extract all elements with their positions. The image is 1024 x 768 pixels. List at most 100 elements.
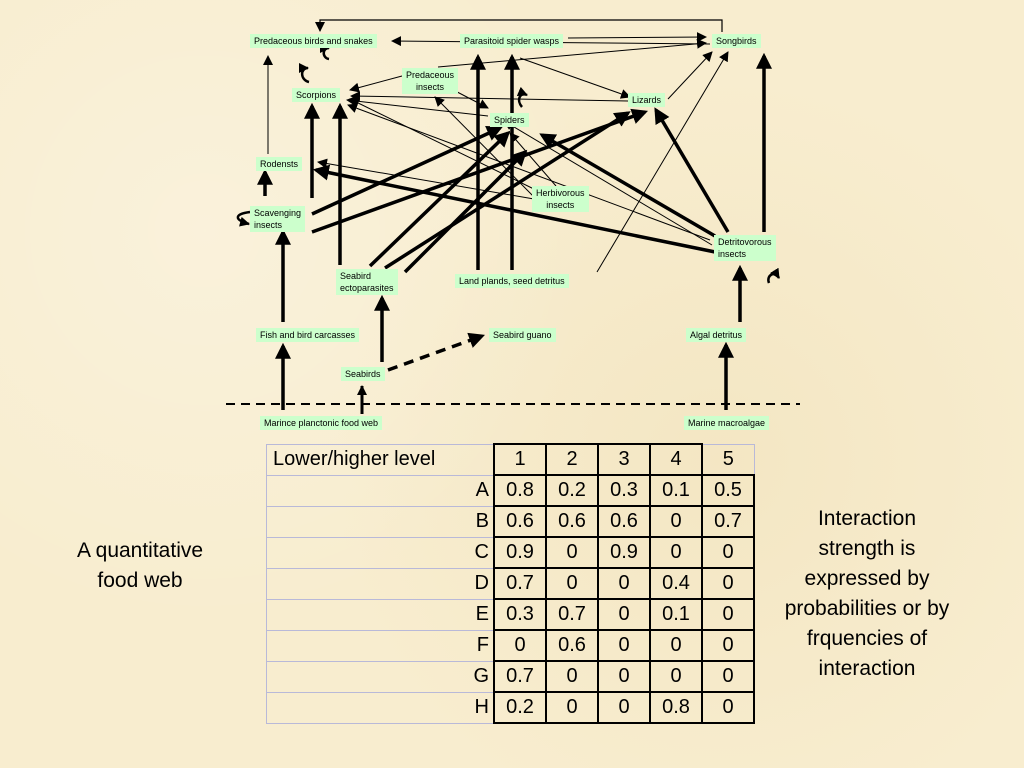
node-label: Lizards [632,95,662,105]
node-spiders: Spiders [490,113,529,127]
matrix-cell: 0 [597,567,651,600]
matrix-col-header: 2 [545,443,599,476]
caption-left: A quantitative food web [40,536,240,596]
matrix-cell: 0 [649,660,703,693]
matrix-cell: 0 [701,598,755,631]
matrix-row-label: A [266,474,495,507]
matrix-cell: 0 [649,629,703,662]
matrix-cell: 0 [545,536,599,569]
matrix-cell: 0.3 [597,474,651,507]
node-label-line1: Seabird [340,271,372,281]
matrix-cell: 0.6 [493,505,547,538]
matrix-row-label: G [266,660,495,693]
node-label: Seabird guano [493,330,552,340]
node-label: Fish and bird carcasses [260,330,356,340]
node-label: Scorpions [296,90,337,100]
node-label-line1: Predaceous [406,70,455,80]
node-label-line2: ectoparasites [340,283,394,293]
matrix-row-label: F [266,629,495,662]
node-land-plants: Land plands, seed detritus [455,274,569,288]
caption-right-line: expressed by [804,567,930,590]
matrix-col-header: 5 [701,443,755,476]
matrix-cell: 0 [701,629,755,662]
node-label: Marince planctonic food web [264,418,379,428]
caption-right-line: probabilities or by [784,597,950,620]
caption-right: Interaction strength is expressed by pro… [757,504,977,684]
matrix-cell: 0.8 [649,691,703,724]
matrix-cell: 0.6 [597,505,651,538]
node-label-line1: Herbivorous [536,188,585,198]
matrix-col-header: 3 [597,443,651,476]
node-label: Land plands, seed detritus [459,276,565,286]
matrix-row-label: D [266,567,495,600]
node-seabird-ectoparasites: Seabird ectoparasites [336,269,398,295]
caption-right-line: strength is [818,537,916,560]
matrix-cell: 0 [545,567,599,600]
node-lizards: Lizards [628,93,666,107]
node-label: Predaceous birds and snakes [254,36,373,46]
matrix-cell: 0.7 [545,598,599,631]
node-parasitoid-spider-wasps: Parasitoid spider wasps [460,34,564,48]
caption-left-line: food web [97,569,183,592]
matrix-cell: 0 [597,629,651,662]
food-web-diagram [226,19,800,414]
matrix-cell: 0.2 [493,691,547,724]
matrix-cell: 0 [597,691,651,724]
node-scorpions: Scorpions [292,88,341,102]
matrix-cell: 0 [597,598,651,631]
matrix-cell: 0.7 [493,567,547,600]
caption-right-line: interaction [818,657,916,680]
node-predaceous-insects: Predaceous insects [402,68,459,94]
matrix-cell: 0 [701,660,755,693]
matrix-cell: 0.1 [649,474,703,507]
node-predaceous-birds-snakes: Predaceous birds and snakes [250,34,377,48]
caption-right-line: Interaction [817,507,917,530]
node-algal-detritus: Algal detritus [686,328,747,342]
matrix-cell: 0 [701,691,755,724]
node-seabird-guano: Seabird guano [489,328,556,342]
matrix-cell: 0 [701,567,755,600]
caption-left-line: A quantitative [76,539,204,562]
matrix-cell: 0.5 [701,474,755,507]
matrix-cell: 0.9 [597,536,651,569]
matrix-cell: 0.7 [493,660,547,693]
node-label-line1: Scavenging [254,208,302,218]
node-label-line2: insects [416,82,445,92]
songbirds-loop-arrow [315,19,723,32]
caption-right-line: frquencies of [806,627,928,650]
matrix-corner-label: Lower/higher level [266,443,495,476]
matrix-cell: 0.7 [701,505,755,538]
matrix-cell: 0 [597,660,651,693]
matrix-row-label: H [266,691,495,724]
node-label: Spiders [494,115,525,125]
matrix-cell: 0 [649,505,703,538]
strong-arrows [257,52,772,410]
node-label: Marine macroalgae [688,418,766,428]
node-songbirds: Songbirds [712,34,761,48]
matrix-cell: 0.6 [545,505,599,538]
matrix-cell: 0 [493,629,547,662]
node-label: Seabirds [345,369,381,379]
node-fish-bird-carcasses: Fish and bird carcasses [256,328,360,342]
matrix-cell: 0.9 [493,536,547,569]
matrix-cell: 0.2 [545,474,599,507]
node-rodents: Rodensts [256,157,303,171]
matrix-cell: 0.1 [649,598,703,631]
node-label-line2: insects [718,249,747,259]
node-label: Songbirds [716,36,757,46]
matrix-row-label: E [266,598,495,631]
node-label: Algal detritus [690,330,743,340]
matrix-row-label: B [266,505,495,538]
node-seabirds: Seabirds [341,367,385,381]
node-marine-macroalgae: Marine macroalgae [684,416,770,430]
